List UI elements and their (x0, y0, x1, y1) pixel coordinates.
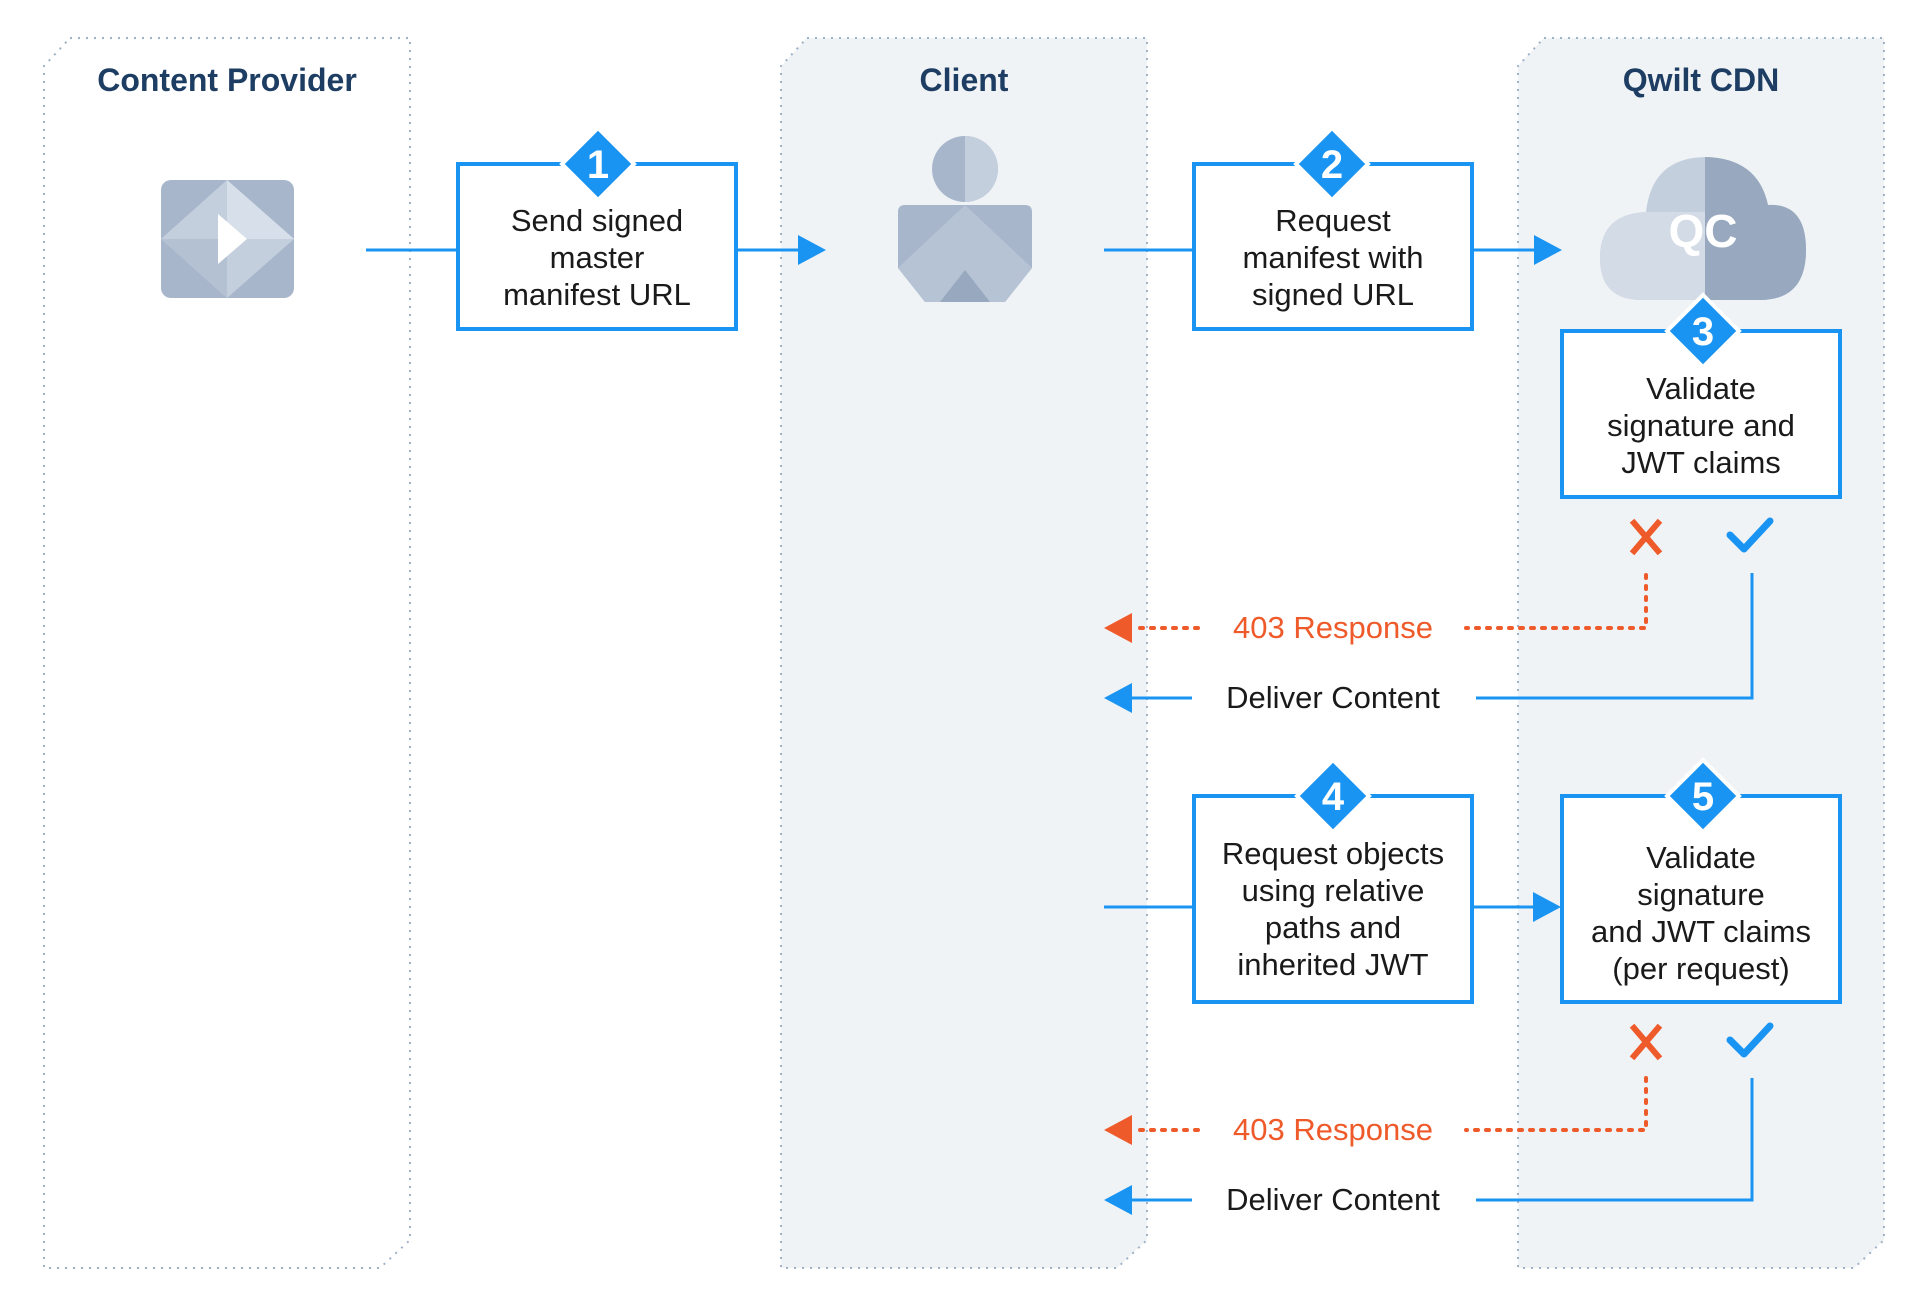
step-1-badge: 1 (559, 125, 637, 203)
lane-title-client: Client (919, 62, 1009, 98)
svg-text:2: 2 (1321, 143, 1343, 187)
step-4-text: Request objects using relative paths and… (1221, 836, 1445, 982)
step-5-text: Validate signature and JWT claims (per r… (1591, 840, 1811, 986)
step-2-badge: 2 (1293, 125, 1371, 203)
svg-text:4: 4 (1322, 775, 1345, 819)
lane-content-provider (43, 37, 411, 1269)
step-3-badge: 3 (1664, 292, 1742, 370)
connector-deliver-top (1104, 573, 1754, 713)
svg-text:5: 5 (1692, 775, 1714, 819)
connector-403-top (1104, 573, 1648, 643)
deliver-content-label-bottom: Deliver Content (1226, 1182, 1440, 1217)
check-icon-3 (1726, 517, 1774, 553)
arrow-provider-to-client (366, 235, 826, 265)
step-3-text: Validate signature and JWT claims (1607, 371, 1795, 480)
response-403-label-top: 403 Response (1233, 610, 1433, 645)
svg-text:3: 3 (1692, 310, 1714, 354)
content-provider-icon (161, 180, 294, 298)
cdn-logo-text: QC (1669, 205, 1738, 257)
cdn-cloud-icon: QC (1600, 157, 1806, 300)
fail-mark-3 (1629, 518, 1663, 556)
step-5-badge: 5 (1664, 757, 1742, 835)
lane-title-cdn: Qwilt CDN (1622, 62, 1780, 98)
step-1-text: Send signed master manifest URL (503, 203, 691, 312)
svg-text:1: 1 (587, 143, 609, 187)
response-403-label-bottom: 403 Response (1233, 1112, 1433, 1147)
connector-403-bottom (1104, 1076, 1648, 1145)
deliver-content-label-top: Deliver Content (1226, 680, 1440, 715)
connector-deliver-bottom (1104, 1078, 1754, 1215)
check-icon-5 (1726, 1022, 1774, 1058)
step-4-badge: 4 (1294, 757, 1372, 835)
arrow-client-to-cdn (1104, 235, 1562, 265)
lane-client (780, 37, 1148, 1269)
fail-mark-5 (1629, 1023, 1663, 1061)
arrow-objects-to-cdn (1104, 892, 1561, 922)
step-2-text: Request manifest with signed URL (1242, 203, 1424, 312)
user-icon (898, 136, 1032, 302)
lane-title-content-provider: Content Provider (97, 62, 357, 98)
